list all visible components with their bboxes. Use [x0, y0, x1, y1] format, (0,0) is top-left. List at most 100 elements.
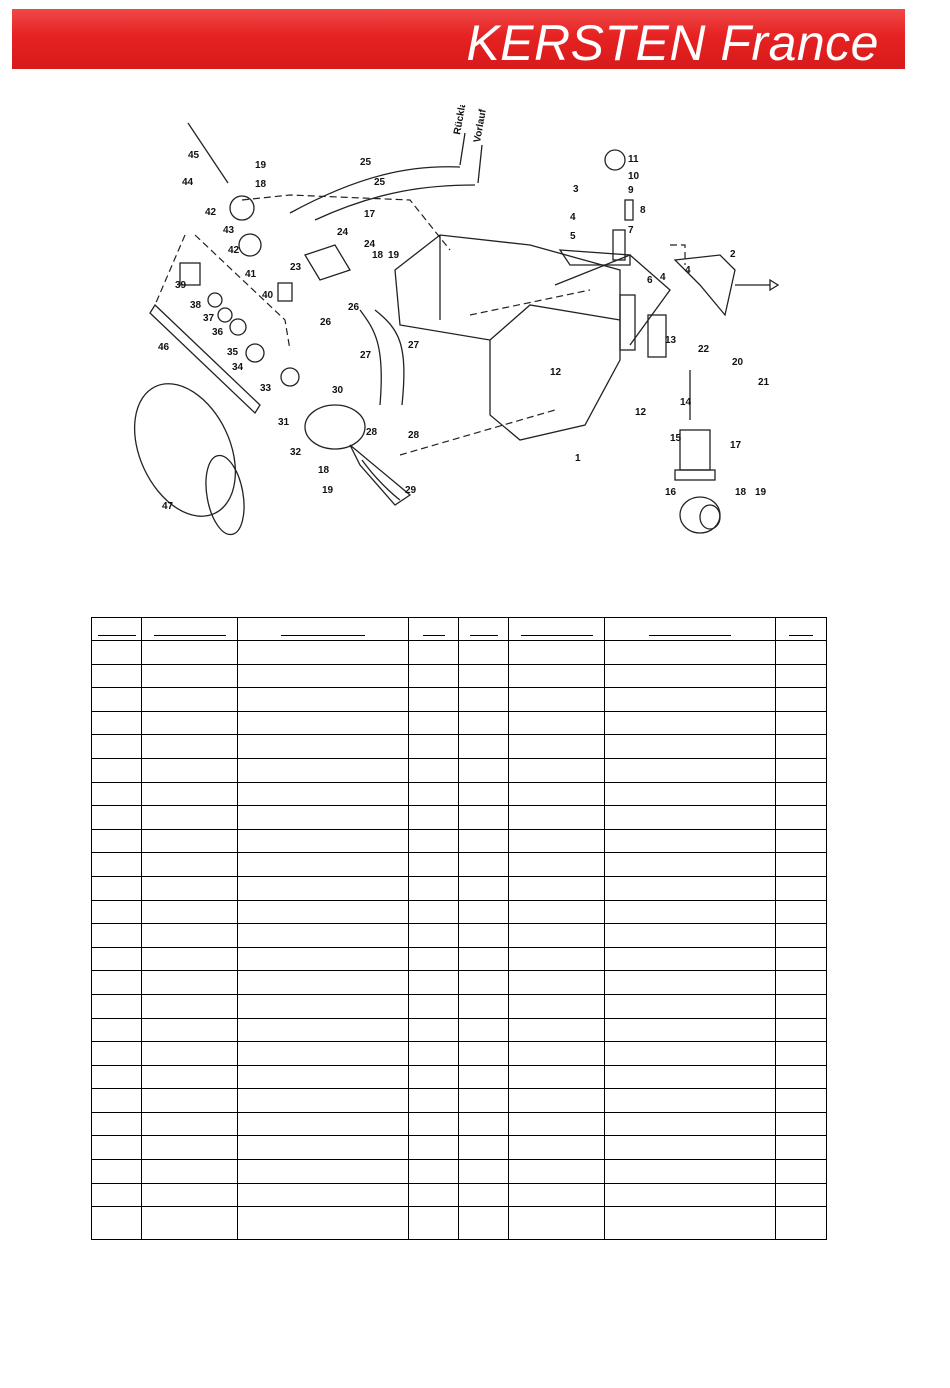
callout-label: 19 [388, 250, 400, 261]
table-cell [604, 1206, 776, 1241]
table-cell [775, 640, 827, 665]
callout-label: 24 [337, 227, 349, 238]
header-cell [508, 617, 605, 641]
table-cell [408, 970, 459, 995]
table-cell [775, 828, 827, 854]
callout-label: 38 [190, 300, 202, 311]
table-cell [91, 923, 142, 948]
table-row [91, 1111, 827, 1137]
parts-list-body [91, 617, 827, 1241]
table-row [91, 1017, 827, 1043]
table-cell [91, 1135, 142, 1161]
callout-label: 39 [175, 280, 187, 291]
table-cell [91, 757, 142, 783]
table-cell [508, 757, 605, 783]
table-cell [604, 1041, 776, 1066]
callout-label: 46 [158, 342, 170, 353]
table-cell [408, 1064, 459, 1090]
table-cell [408, 875, 459, 901]
header-cell [775, 617, 827, 641]
callout-label: 28 [408, 430, 420, 441]
table-cell [508, 1135, 605, 1161]
table-row [91, 1064, 827, 1090]
table-cell [141, 1159, 238, 1184]
callout-label: 42 [228, 245, 240, 256]
callout-label: 12 [635, 407, 647, 418]
table-row [91, 852, 827, 877]
callout-label: 1 [575, 453, 581, 464]
callout-label: 17 [730, 440, 742, 451]
table-cell [604, 687, 776, 712]
table-row [91, 828, 827, 854]
table-cell [604, 1088, 776, 1113]
table-cell [141, 1064, 238, 1090]
table-cell [775, 1182, 827, 1208]
table-cell [604, 1111, 776, 1137]
table-cell [91, 1041, 142, 1066]
table-cell [775, 1159, 827, 1184]
header-cell [237, 617, 409, 641]
table-cell [775, 757, 827, 783]
table-cell [237, 734, 409, 759]
header-cell [604, 617, 776, 641]
table-cell [458, 899, 509, 925]
callout-label: 41 [245, 269, 257, 280]
table-cell [508, 1017, 605, 1043]
table-cell [141, 1041, 238, 1066]
table-cell [408, 734, 459, 759]
table-cell [141, 1135, 238, 1161]
table-cell [237, 710, 409, 736]
table-cell [408, 1017, 459, 1043]
table-cell [237, 852, 409, 877]
table-cell [91, 1111, 142, 1137]
table-row [91, 946, 827, 972]
table-cell [508, 946, 605, 972]
table-cell [141, 640, 238, 665]
table-cell [458, 946, 509, 972]
header-cell [408, 617, 459, 641]
table-cell [141, 852, 238, 877]
table-row [91, 781, 827, 807]
table-cell [408, 805, 459, 830]
table-cell [141, 757, 238, 783]
table-cell [237, 970, 409, 995]
callout-label: 40 [262, 290, 274, 301]
callout-label: 19 [755, 487, 767, 498]
table-cell [91, 734, 142, 759]
table-cell [458, 993, 509, 1019]
parts-list-table [91, 617, 827, 1241]
table-cell [458, 1111, 509, 1137]
table-cell [141, 1182, 238, 1208]
table-cell [408, 1159, 459, 1184]
table-cell [141, 663, 238, 689]
callout-label: 25 [374, 177, 386, 188]
table-cell [141, 1088, 238, 1113]
table-cell [775, 993, 827, 1019]
table-cell [408, 710, 459, 736]
table-cell [775, 875, 827, 901]
table-cell [237, 828, 409, 854]
table-cell [91, 710, 142, 736]
table-cell [408, 757, 459, 783]
callout-label: 22 [698, 344, 710, 355]
table-cell [408, 946, 459, 972]
callout-label: 47 [162, 501, 174, 512]
table-cell [775, 923, 827, 948]
callout-label: 34 [232, 362, 244, 373]
table-row [91, 993, 827, 1019]
table-cell [458, 970, 509, 995]
table-cell [408, 1111, 459, 1137]
table-cell [141, 805, 238, 830]
table-cell [604, 710, 776, 736]
callout-label: 42 [205, 207, 217, 218]
table-cell [237, 993, 409, 1019]
callout-label: 18 [318, 465, 330, 476]
callout-label: 45 [188, 150, 200, 161]
table-cell [458, 1088, 509, 1113]
callout-label: 31 [278, 417, 290, 428]
table-cell [775, 1111, 827, 1137]
table-header-row [91, 617, 827, 641]
table-cell [141, 1206, 238, 1241]
table-cell [775, 1017, 827, 1043]
callout-label: 26 [348, 302, 360, 313]
